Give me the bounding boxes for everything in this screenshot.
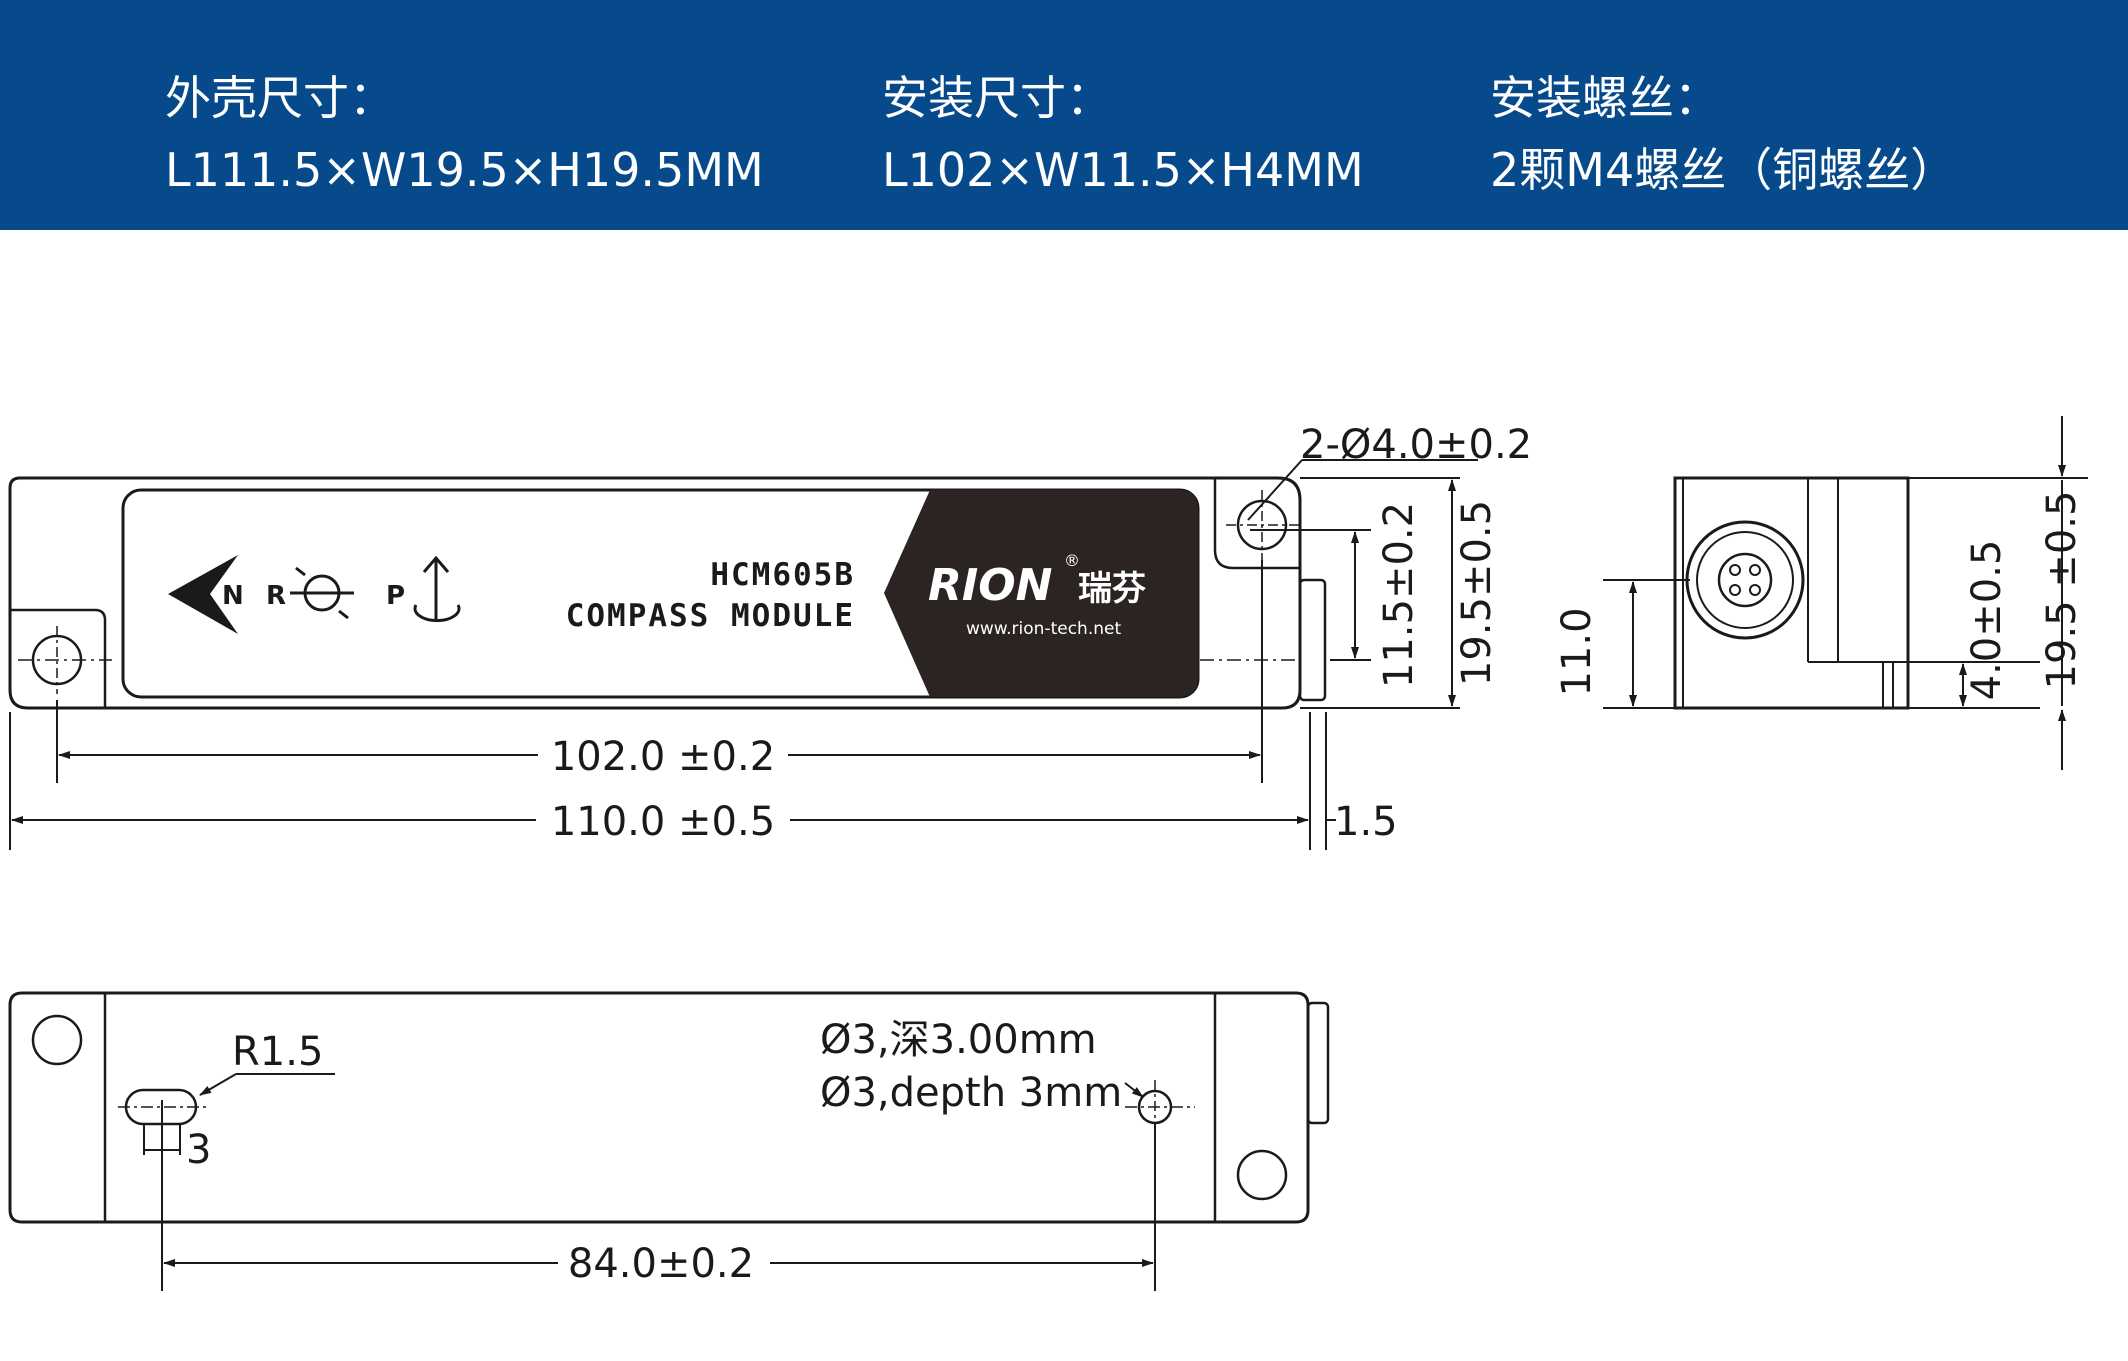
top-view-dimensions bbox=[9, 459, 1478, 850]
axis-n-label: N bbox=[222, 581, 244, 611]
hole-spacing-label: 102.0 ±0.2 bbox=[551, 734, 775, 780]
bottom-view-dimensions bbox=[118, 1073, 1195, 1291]
screw-value: 2颗M4螺丝（铜螺丝） bbox=[1490, 143, 1957, 197]
top-view-outline bbox=[8, 476, 1302, 710]
bottom-spacing-label: 84.0±0.2 bbox=[568, 1241, 754, 1287]
connector-stub bbox=[1298, 578, 1327, 702]
housing-size-label: 外壳尺寸： bbox=[165, 71, 395, 125]
axis-r-label: R bbox=[266, 581, 286, 611]
side-height-label: 11.0 bbox=[1554, 607, 1600, 696]
brand-panel bbox=[884, 490, 1198, 697]
slot-width-label: 3 bbox=[186, 1127, 211, 1173]
brand-website: www.rion-tech.net bbox=[966, 619, 1121, 639]
label-plate: N R P HCM605B COMPASS MODULE RION ® 瑞芬 w… bbox=[121, 488, 1200, 699]
body-height-label: 19.5±0.5 bbox=[1454, 500, 1500, 686]
hole-spec-label: 2-Ø4.0±0.2 bbox=[1300, 422, 1532, 468]
connector-socket-icon bbox=[1685, 520, 1805, 640]
spec-header: 外壳尺寸： L111.5×W19.5×H19.5MM 安装尺寸： L102×W1… bbox=[0, 0, 2128, 230]
left-ear-notch bbox=[10, 608, 107, 708]
bottom-view-outline bbox=[8, 991, 1310, 1224]
registered-mark: ® bbox=[1064, 551, 1080, 570]
slot-radius-label: R1.5 bbox=[232, 1029, 323, 1075]
right-ear-notch bbox=[1213, 478, 1300, 570]
side-view bbox=[1673, 476, 1910, 710]
connector-offset-label: 1.5 bbox=[1334, 799, 1398, 845]
axis-p-label: P bbox=[386, 581, 405, 611]
brand-logo: RION bbox=[928, 560, 1052, 611]
screw-spec: 安装螺丝： 2颗M4螺丝（铜螺丝） bbox=[1490, 62, 1956, 206]
model-name: HCM605B bbox=[710, 557, 855, 593]
north-arrow-icon bbox=[168, 555, 238, 634]
bottom-view bbox=[8, 991, 1330, 1224]
screw-label: 安装螺丝： bbox=[1490, 71, 1720, 125]
side-view-body bbox=[1673, 476, 1910, 710]
product-name: COMPASS MODULE bbox=[566, 598, 855, 634]
hole-depth-cn-label: Ø3,深3.00mm bbox=[820, 1017, 1097, 1063]
top-view bbox=[8, 476, 1327, 710]
housing-size-spec: 外壳尺寸： L111.5×W19.5×H19.5MM bbox=[165, 62, 764, 206]
roll-icon bbox=[290, 566, 354, 620]
side-view-dimensions bbox=[1603, 416, 2088, 770]
mount-size-spec: 安装尺寸： L102×W11.5×H4MM bbox=[882, 62, 1364, 206]
bottom-connector-stub bbox=[1306, 1001, 1330, 1125]
flange-height-label: 4.0±0.5 bbox=[1964, 540, 2010, 701]
body-length-label: 110.0 ±0.5 bbox=[551, 799, 775, 845]
pitch-icon bbox=[413, 555, 461, 623]
mount-size-value: L102×W11.5×H4MM bbox=[882, 143, 1364, 197]
hole-depth-en-label: Ø3,depth 3mm bbox=[820, 1070, 1122, 1116]
mount-width-label: 11.5±0.2 bbox=[1376, 502, 1422, 688]
bottom-right-hole bbox=[1236, 1149, 1288, 1201]
housing-size-value: L111.5×W19.5×H19.5MM bbox=[165, 143, 764, 197]
technical-drawing: N R P HCM605B COMPASS MODULE RION ® 瑞芬 w… bbox=[8, 416, 2088, 1291]
side-total-label: 19.5 ±0.5 bbox=[2039, 491, 2085, 690]
bottom-left-hole bbox=[31, 1014, 83, 1066]
mount-size-label: 安装尺寸： bbox=[882, 71, 1112, 125]
brand-chinese: 瑞芬 bbox=[1078, 569, 1146, 609]
